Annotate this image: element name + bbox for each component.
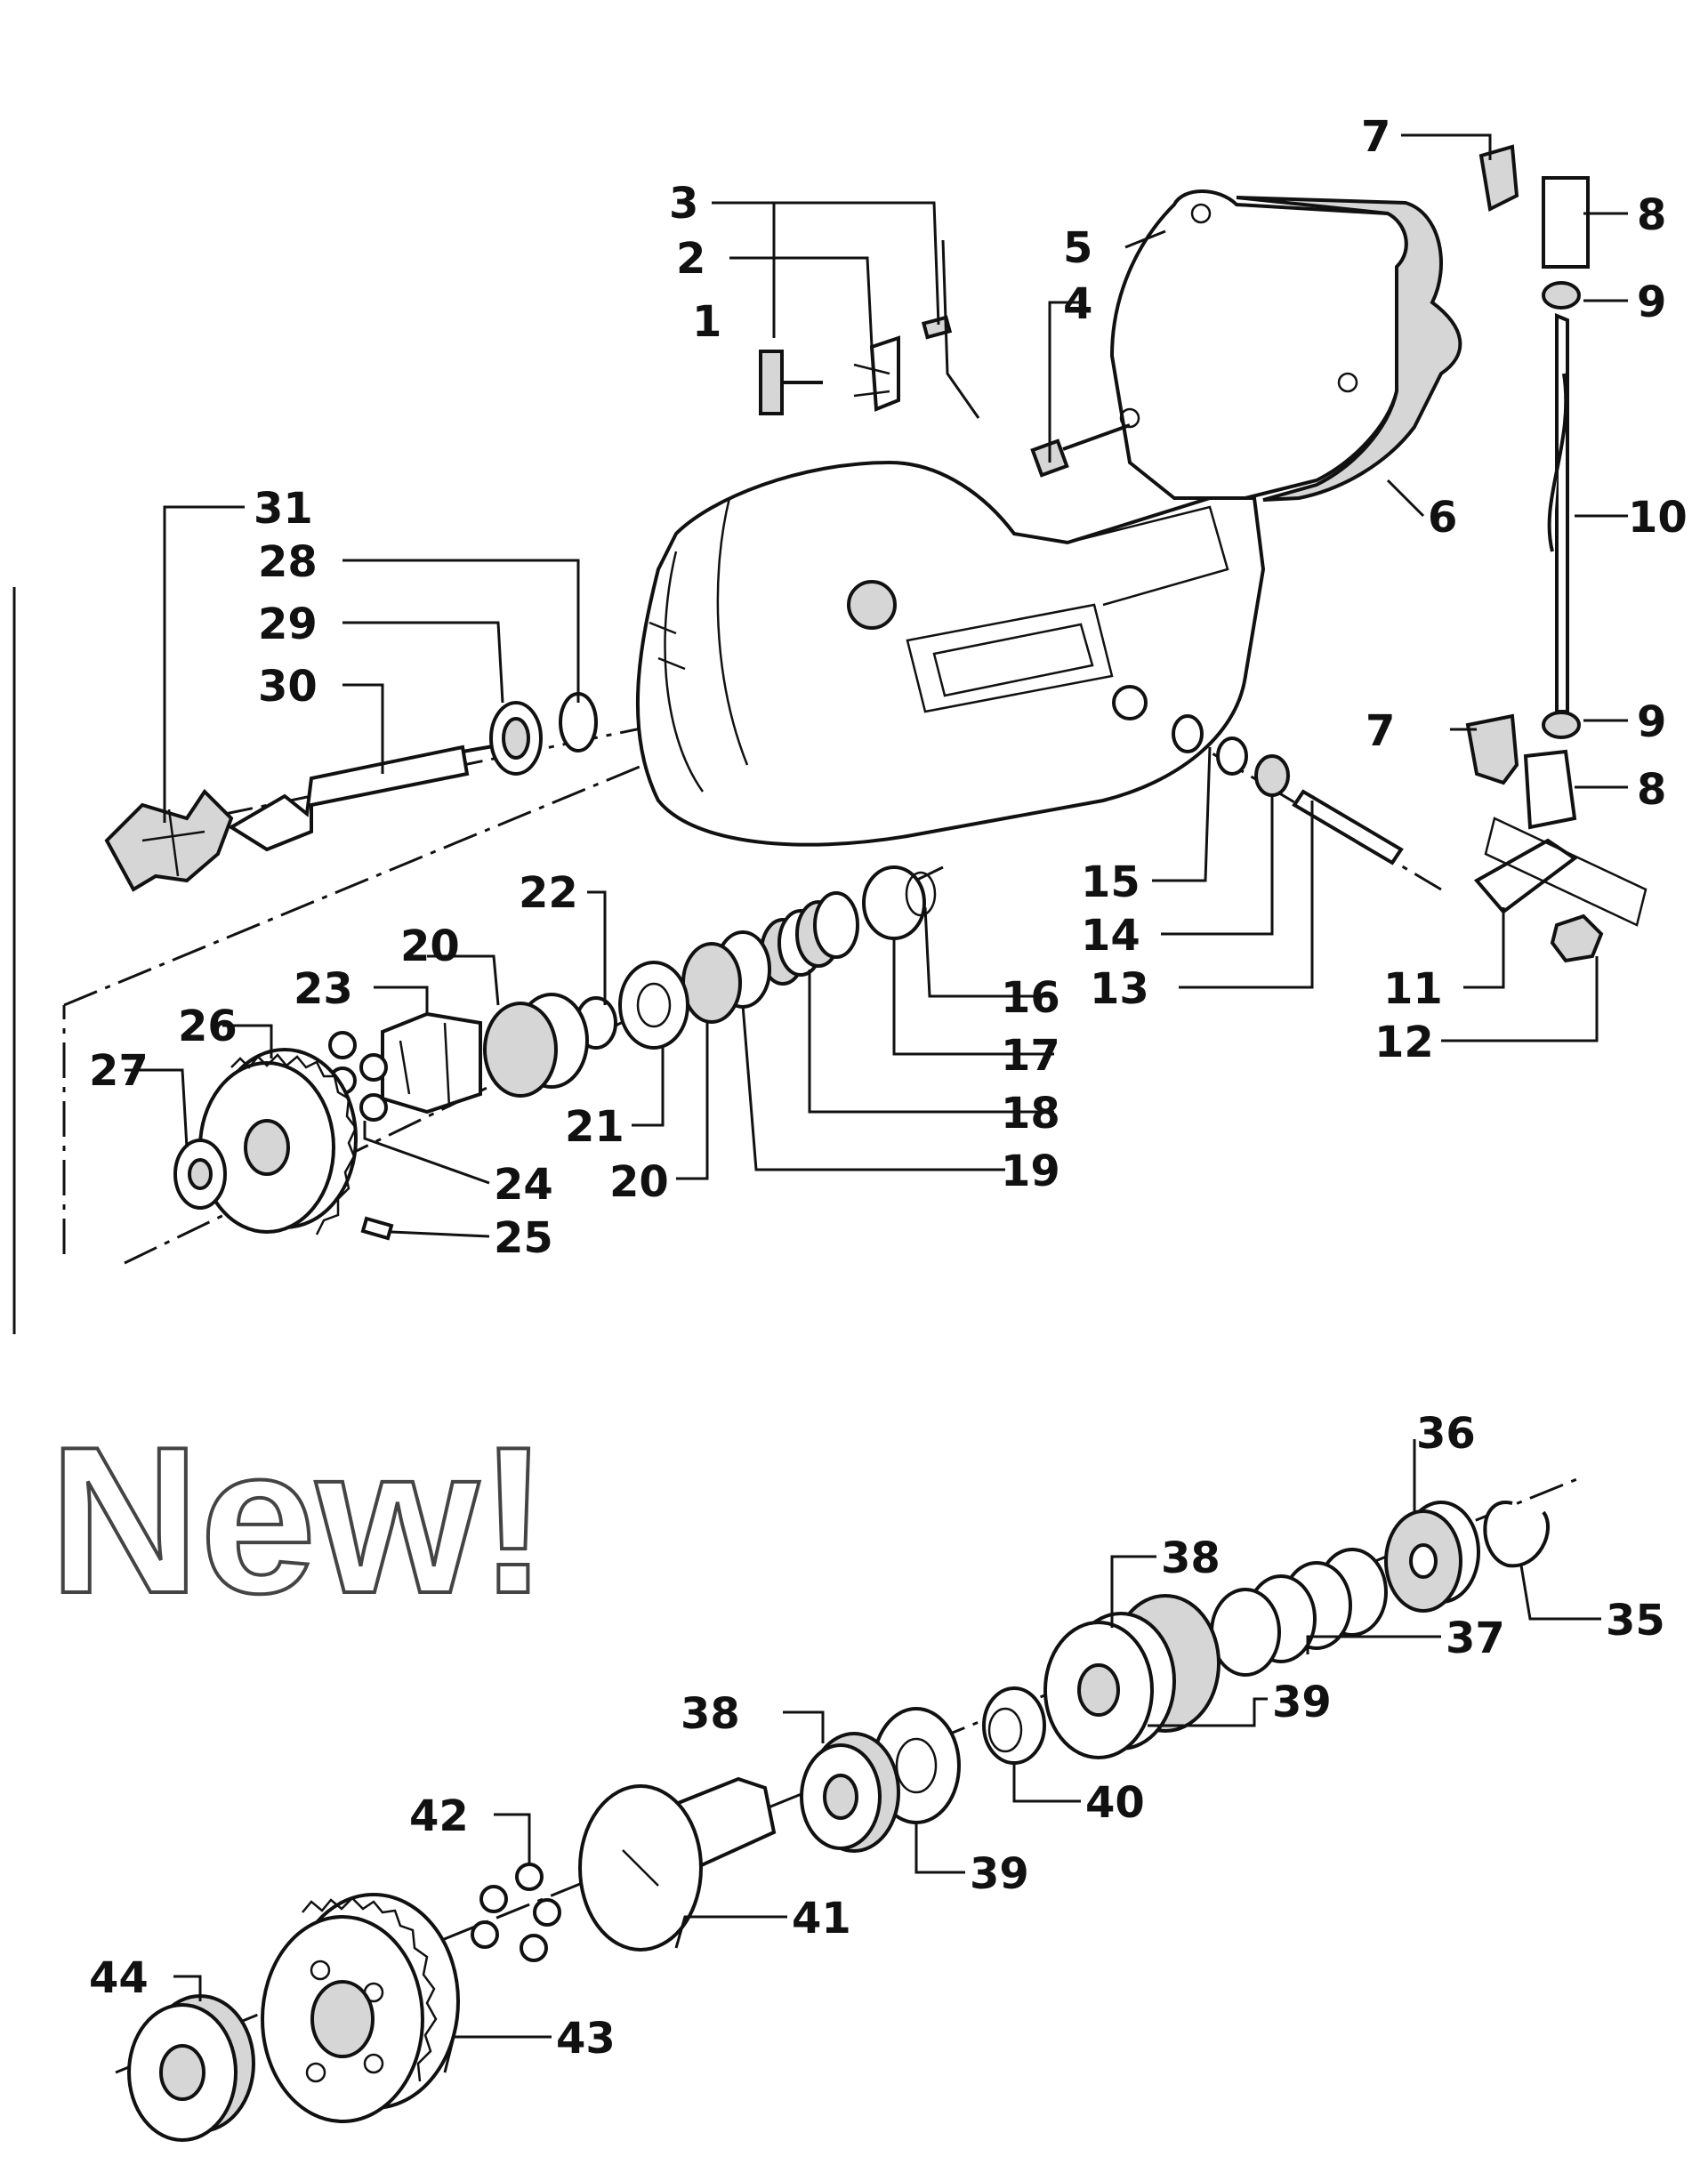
- callout-9-top: 9: [1637, 278, 1666, 327]
- callout-36: 36: [1416, 1409, 1476, 1459]
- bearing-38-bottom: [800, 1732, 900, 1853]
- gear-26: [198, 1048, 358, 1235]
- pump-seal: [489, 701, 543, 776]
- lever-bracket-outline: [1484, 817, 1648, 927]
- callout-3: 3: [669, 179, 698, 229]
- callout-11: 11: [1383, 964, 1443, 1014]
- crankcase-housing: [635, 460, 1266, 847]
- water-pump-shaft: [228, 744, 499, 852]
- nut-12: [1550, 913, 1604, 963]
- callout-23: 23: [294, 964, 353, 1014]
- lower-callouts: 35 36 37 38 39 38 39 40 41 42 43 44: [89, 1409, 1665, 2064]
- callout-28: 28: [258, 537, 318, 587]
- pin-25: [360, 1216, 394, 1241]
- callout-25: 25: [494, 1213, 553, 1263]
- spacer-parts-15: [1172, 714, 1248, 776]
- callout-42: 42: [409, 1791, 469, 1841]
- callout-12: 12: [1374, 1018, 1434, 1067]
- clevis-8-top: [1542, 176, 1590, 269]
- callout-30: 30: [258, 662, 318, 712]
- cover-gasket: [1236, 196, 1462, 502]
- upper-callouts: 1 2 3 4 5 6 7 8 9 10 7 9 8 11 12 13 14 1…: [89, 112, 1688, 1263]
- cam-hub-23: [381, 1011, 482, 1115]
- balls-42: [471, 1863, 561, 1962]
- new-badge: New!: [49, 1403, 548, 1637]
- shift-lever: [759, 315, 953, 415]
- needle-bearing-37: [1210, 1548, 1388, 1677]
- callout-4: 4: [1063, 279, 1092, 329]
- callout-39-top: 39: [1272, 1678, 1332, 1727]
- callout-8-bottom: 8: [1637, 765, 1666, 815]
- callout-18: 18: [1001, 1089, 1060, 1139]
- washer-21: [618, 961, 689, 1050]
- callout-1: 1: [692, 297, 721, 347]
- callout-2: 2: [676, 234, 705, 284]
- shaft-41: [578, 1776, 777, 1952]
- callout-9-bottom: 9: [1637, 697, 1666, 747]
- pump-impeller: [104, 788, 234, 892]
- callout-13: 13: [1090, 964, 1149, 1014]
- circlip-35: [1483, 1501, 1550, 1568]
- fitting-7-bottom: [1465, 713, 1519, 785]
- callout-26: 26: [178, 1002, 238, 1051]
- callout-14: 14: [1081, 911, 1140, 961]
- callout-7-top: 7: [1361, 112, 1390, 162]
- callout-38-bottom: 38: [681, 1689, 740, 1739]
- callout-38-top: 38: [1161, 1533, 1221, 1583]
- circlip-16: [905, 871, 937, 917]
- callout-19: 19: [1001, 1147, 1060, 1196]
- callout-29: 29: [258, 600, 318, 649]
- callout-40: 40: [1085, 1778, 1145, 1828]
- leader-lines-lower: [173, 1439, 1601, 2073]
- callout-16: 16: [1001, 973, 1060, 1023]
- washer-14: [1254, 754, 1290, 797]
- callout-7-bottom: 7: [1366, 706, 1395, 756]
- callout-17: 17: [1001, 1031, 1060, 1081]
- gear-43: [261, 1893, 460, 2123]
- bearing-27: [173, 1139, 227, 1210]
- fitting-7-top: [1478, 144, 1519, 212]
- callout-39-bottom: 39: [970, 1849, 1029, 1899]
- clevis-8-bottom: [1523, 749, 1577, 830]
- callout-15: 15: [1081, 857, 1140, 907]
- callout-22: 22: [519, 868, 578, 918]
- callout-8-top: 8: [1637, 190, 1666, 240]
- callout-44: 44: [89, 1953, 149, 2003]
- nut-9-bottom: [1542, 711, 1581, 739]
- callout-20-top: 20: [400, 921, 460, 971]
- bearing-20a: [483, 1002, 558, 1098]
- bearing-44: [127, 1994, 255, 2142]
- gear-39-top: [1043, 1594, 1221, 1759]
- bearing-20b: [681, 942, 742, 1024]
- callout-43: 43: [556, 2014, 616, 2064]
- callout-6: 6: [1428, 493, 1457, 543]
- nut-9-top: [1542, 281, 1581, 310]
- callout-24: 24: [494, 1160, 553, 1210]
- shift-rod-bend: [1547, 373, 1568, 552]
- pin-13: [1292, 789, 1404, 865]
- callout-5: 5: [1063, 223, 1092, 273]
- callout-21: 21: [565, 1102, 624, 1152]
- spring-18: [760, 891, 859, 986]
- callout-27: 27: [89, 1046, 149, 1096]
- bushing-40: [982, 1686, 1046, 1765]
- callout-10: 10: [1628, 493, 1688, 543]
- leader-lines-upper: [125, 133, 1628, 1238]
- bearing-36: [1384, 1501, 1480, 1613]
- callout-20-bottom: 20: [609, 1157, 669, 1207]
- shift-lever-11: [1473, 838, 1578, 914]
- callout-35: 35: [1606, 1596, 1665, 1646]
- washer-17: [862, 865, 926, 940]
- callout-37: 37: [1446, 1614, 1505, 1663]
- cover-bolt: [1030, 423, 1131, 478]
- callout-41: 41: [792, 1894, 851, 1944]
- callout-31: 31: [254, 484, 313, 534]
